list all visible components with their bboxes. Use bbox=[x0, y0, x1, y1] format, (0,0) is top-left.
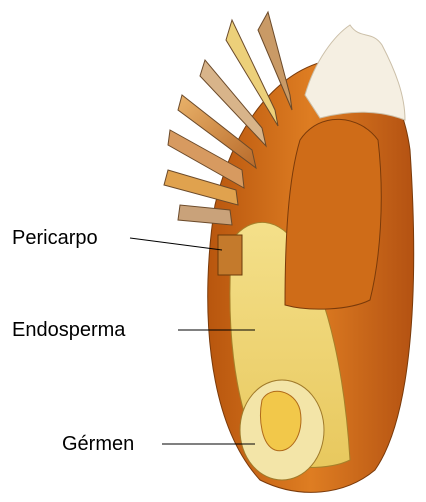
husk-flap bbox=[285, 119, 381, 309]
pericarp-tab bbox=[218, 235, 242, 275]
label-germen: Gérmen bbox=[62, 434, 134, 454]
label-pericarpo: Pericarpo bbox=[12, 228, 98, 248]
pericarpo-leader-line bbox=[130, 238, 222, 250]
label-endosperma: Endosperma bbox=[12, 320, 125, 340]
brush-hairs bbox=[305, 25, 405, 120]
